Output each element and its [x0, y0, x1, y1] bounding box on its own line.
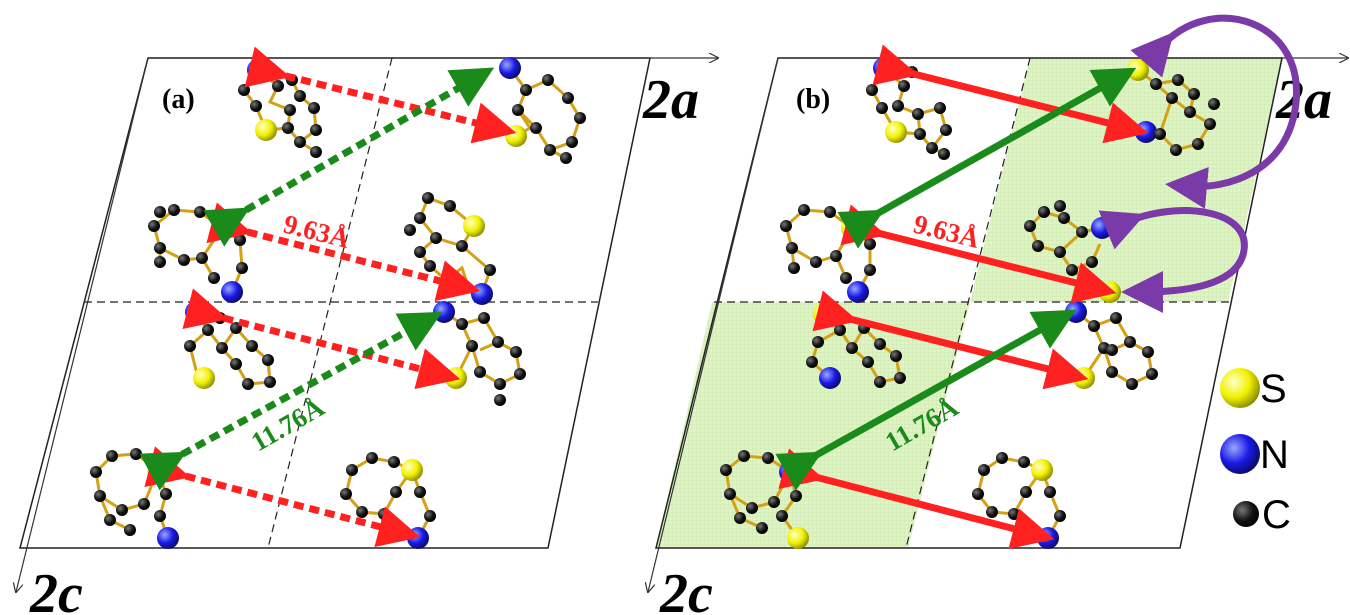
distance-arrows-panel-a — [139, 46, 517, 548]
panel-label: (a) — [162, 84, 195, 115]
panel-a: (a) 2a 2c — [16, 46, 718, 615]
distance-arrows-panel-b — [775, 14, 1300, 550]
legend-label-sulfur: S — [1260, 367, 1287, 411]
axis-c-label: 2c — [659, 563, 713, 615]
green-dashed-arrow — [203, 67, 495, 247]
purple-rotation-arrow — [1098, 207, 1248, 313]
sulfur-atom-icon — [1220, 368, 1260, 408]
axis-a-label: 2a — [1275, 69, 1332, 131]
legend-label-carbon: C — [1262, 493, 1291, 537]
atoms — [404, 192, 496, 305]
molecules-panel-a — [90, 57, 586, 549]
axis-c-arrow — [648, 57, 779, 592]
green-distance-label: 11.76Å — [246, 392, 330, 458]
carbon-atom-icon — [1233, 501, 1259, 527]
axis-a-label: 2a — [642, 69, 699, 131]
axis-c-arrow — [16, 57, 149, 592]
nitrogen-atom-icon — [1220, 434, 1260, 474]
green-arrow — [775, 309, 1077, 491]
legend-item-carbon: C — [1233, 493, 1291, 537]
green-dashed-arrow — [139, 311, 443, 491]
atoms — [340, 452, 436, 549]
purple-rotation-arrow — [1130, 14, 1300, 209]
panel-b: (b) 2a 2c — [648, 14, 1348, 615]
legend-item-sulfur: S — [1220, 367, 1287, 411]
axis-c-label: 2c — [29, 563, 83, 615]
green-arrow — [837, 67, 1137, 249]
molecule — [417, 196, 492, 296]
panel-label: (b) — [796, 84, 830, 115]
legend-item-nitrogen: N — [1220, 433, 1289, 477]
unit-cell-outline — [19, 57, 651, 549]
atoms — [972, 452, 1066, 549]
atoms — [433, 301, 526, 406]
atoms — [238, 59, 322, 158]
atoms — [499, 57, 586, 164]
atoms — [184, 301, 276, 390]
atom-legend: S N C — [1220, 367, 1291, 537]
legend-label-nitrogen: N — [1260, 433, 1289, 477]
red-dashed-arrow — [182, 288, 461, 390]
